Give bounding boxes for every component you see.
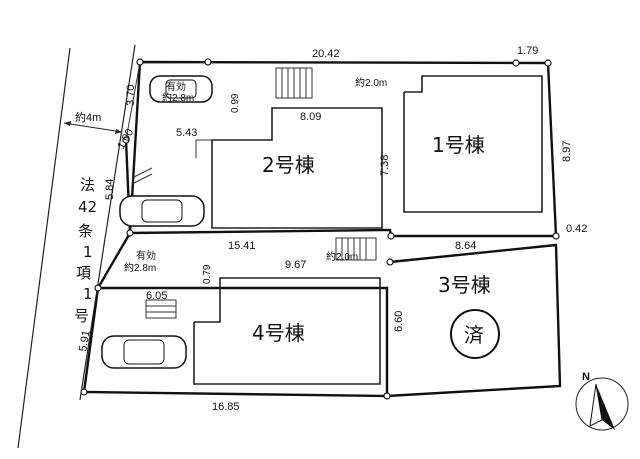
dim-967: 9.67 — [285, 259, 306, 271]
road-width-arrowhead-left — [64, 121, 71, 126]
lot-lower-boundary — [82, 243, 562, 398]
dim-left-top: 3.70 — [125, 85, 137, 106]
steps-left-box — [145, 299, 177, 319]
compass-needle-dark — [596, 384, 615, 430]
boundary-post — [126, 229, 134, 237]
dim-099: 0.99 — [230, 93, 241, 113]
building-4-outline — [193, 277, 381, 385]
building-1-outline — [403, 75, 543, 213]
boundary-post — [552, 232, 560, 240]
passage-steps-left — [145, 299, 177, 319]
car-middle — [119, 195, 205, 227]
parking-label-top-2: 約2.8m — [162, 91, 194, 104]
dim-top-right: 1.79 — [517, 45, 538, 57]
boundary-post — [94, 284, 102, 292]
lot-left-edge-top — [125, 61, 141, 141]
road-width-arrowhead-right — [115, 129, 122, 134]
parking-label-mid-2: 約2.8m — [124, 261, 156, 274]
car-icon — [149, 75, 213, 103]
dim-1541: 15.41 — [228, 240, 256, 252]
entry-steps-building-2 — [131, 167, 153, 185]
building-1-label: 1号棟 — [432, 133, 485, 157]
boundary-post — [80, 388, 88, 396]
car-roof — [123, 339, 165, 365]
parking-label-top-1: 有効 — [166, 80, 186, 93]
road-label-char-5: 項 — [76, 264, 91, 282]
boundary-post — [387, 232, 395, 240]
car-icon — [101, 335, 187, 369]
step-line — [131, 167, 153, 179]
road-edge-line — [17, 47, 71, 449]
building-2: 2号棟 — [195, 107, 383, 229]
steps-mid-box — [335, 237, 377, 261]
dim-543: 5.43 — [176, 127, 197, 139]
dim-864: 8.64 — [455, 240, 476, 252]
building-2-outline — [211, 107, 383, 229]
boundary-post — [544, 59, 552, 67]
sold-badge-circle — [450, 309, 500, 359]
boundary-post — [204, 58, 212, 66]
road-width-arrow — [63, 122, 123, 133]
building-1: 1号棟 — [403, 75, 543, 213]
car-top — [149, 75, 213, 103]
dim-809: 8.09 — [300, 111, 321, 123]
dim-897: 8.97 — [561, 141, 573, 162]
boundary-posts — [80, 58, 560, 400]
passage-width-middle: 約2.0m — [326, 250, 358, 263]
compass-label: N — [582, 371, 590, 383]
dim-bottom: 16.85 — [212, 401, 240, 413]
dim-605: 6.05 — [146, 290, 167, 302]
boundary-post — [386, 258, 394, 266]
road-label-char-6: 1 — [83, 285, 93, 303]
passage-steps-top — [275, 67, 313, 99]
dim-top: 20.42 — [312, 48, 340, 60]
boundary-post — [136, 58, 144, 66]
compass-ring — [575, 377, 629, 431]
road-label-char-4: 1 — [83, 243, 93, 261]
sold-badge-label: 済 — [464, 323, 484, 347]
boundary-post — [383, 392, 391, 400]
dim-584: 5.84 — [104, 179, 116, 200]
passage-width-top: 約2.0m — [355, 76, 387, 89]
compass-icon: N — [575, 371, 629, 431]
road-label-char-7: 号 — [74, 307, 89, 325]
car-roof — [165, 79, 197, 99]
dim-591: 5.91 — [77, 329, 93, 352]
dim-660: 6.60 — [393, 311, 405, 332]
building-4-label: 4号棟 — [252, 321, 305, 345]
road-width-label: 約4m — [75, 110, 101, 124]
road: 約4m 法 42 条 1 項 1 号 — [17, 44, 136, 449]
car-bottom — [101, 335, 187, 369]
road-boundary-line — [79, 44, 136, 401]
building-4: 4号棟 — [193, 277, 381, 385]
dim-079: 0.79 — [202, 264, 213, 284]
step-line — [131, 173, 153, 185]
parking-label-mid-1: 有効 — [136, 249, 156, 262]
road-label-char-1: 法 — [80, 176, 95, 194]
building-3: 3号棟 済 — [438, 273, 500, 359]
passage-steps-mid — [335, 237, 377, 261]
lot-divider-line — [95, 232, 389, 396]
building-3-label: 3号棟 — [438, 273, 491, 297]
car-roof — [141, 199, 183, 223]
building-2-label: 2号棟 — [262, 153, 315, 177]
compass-needle-light — [589, 383, 603, 427]
road-label-char-3: 条 — [78, 222, 93, 240]
boundary-post — [122, 136, 130, 144]
dim-738: 7.38 — [379, 155, 391, 176]
boundary-post — [512, 59, 520, 67]
dim-042: 0.42 — [566, 223, 587, 235]
car-icon — [119, 195, 205, 227]
road-label-char-2: 42 — [78, 198, 97, 216]
